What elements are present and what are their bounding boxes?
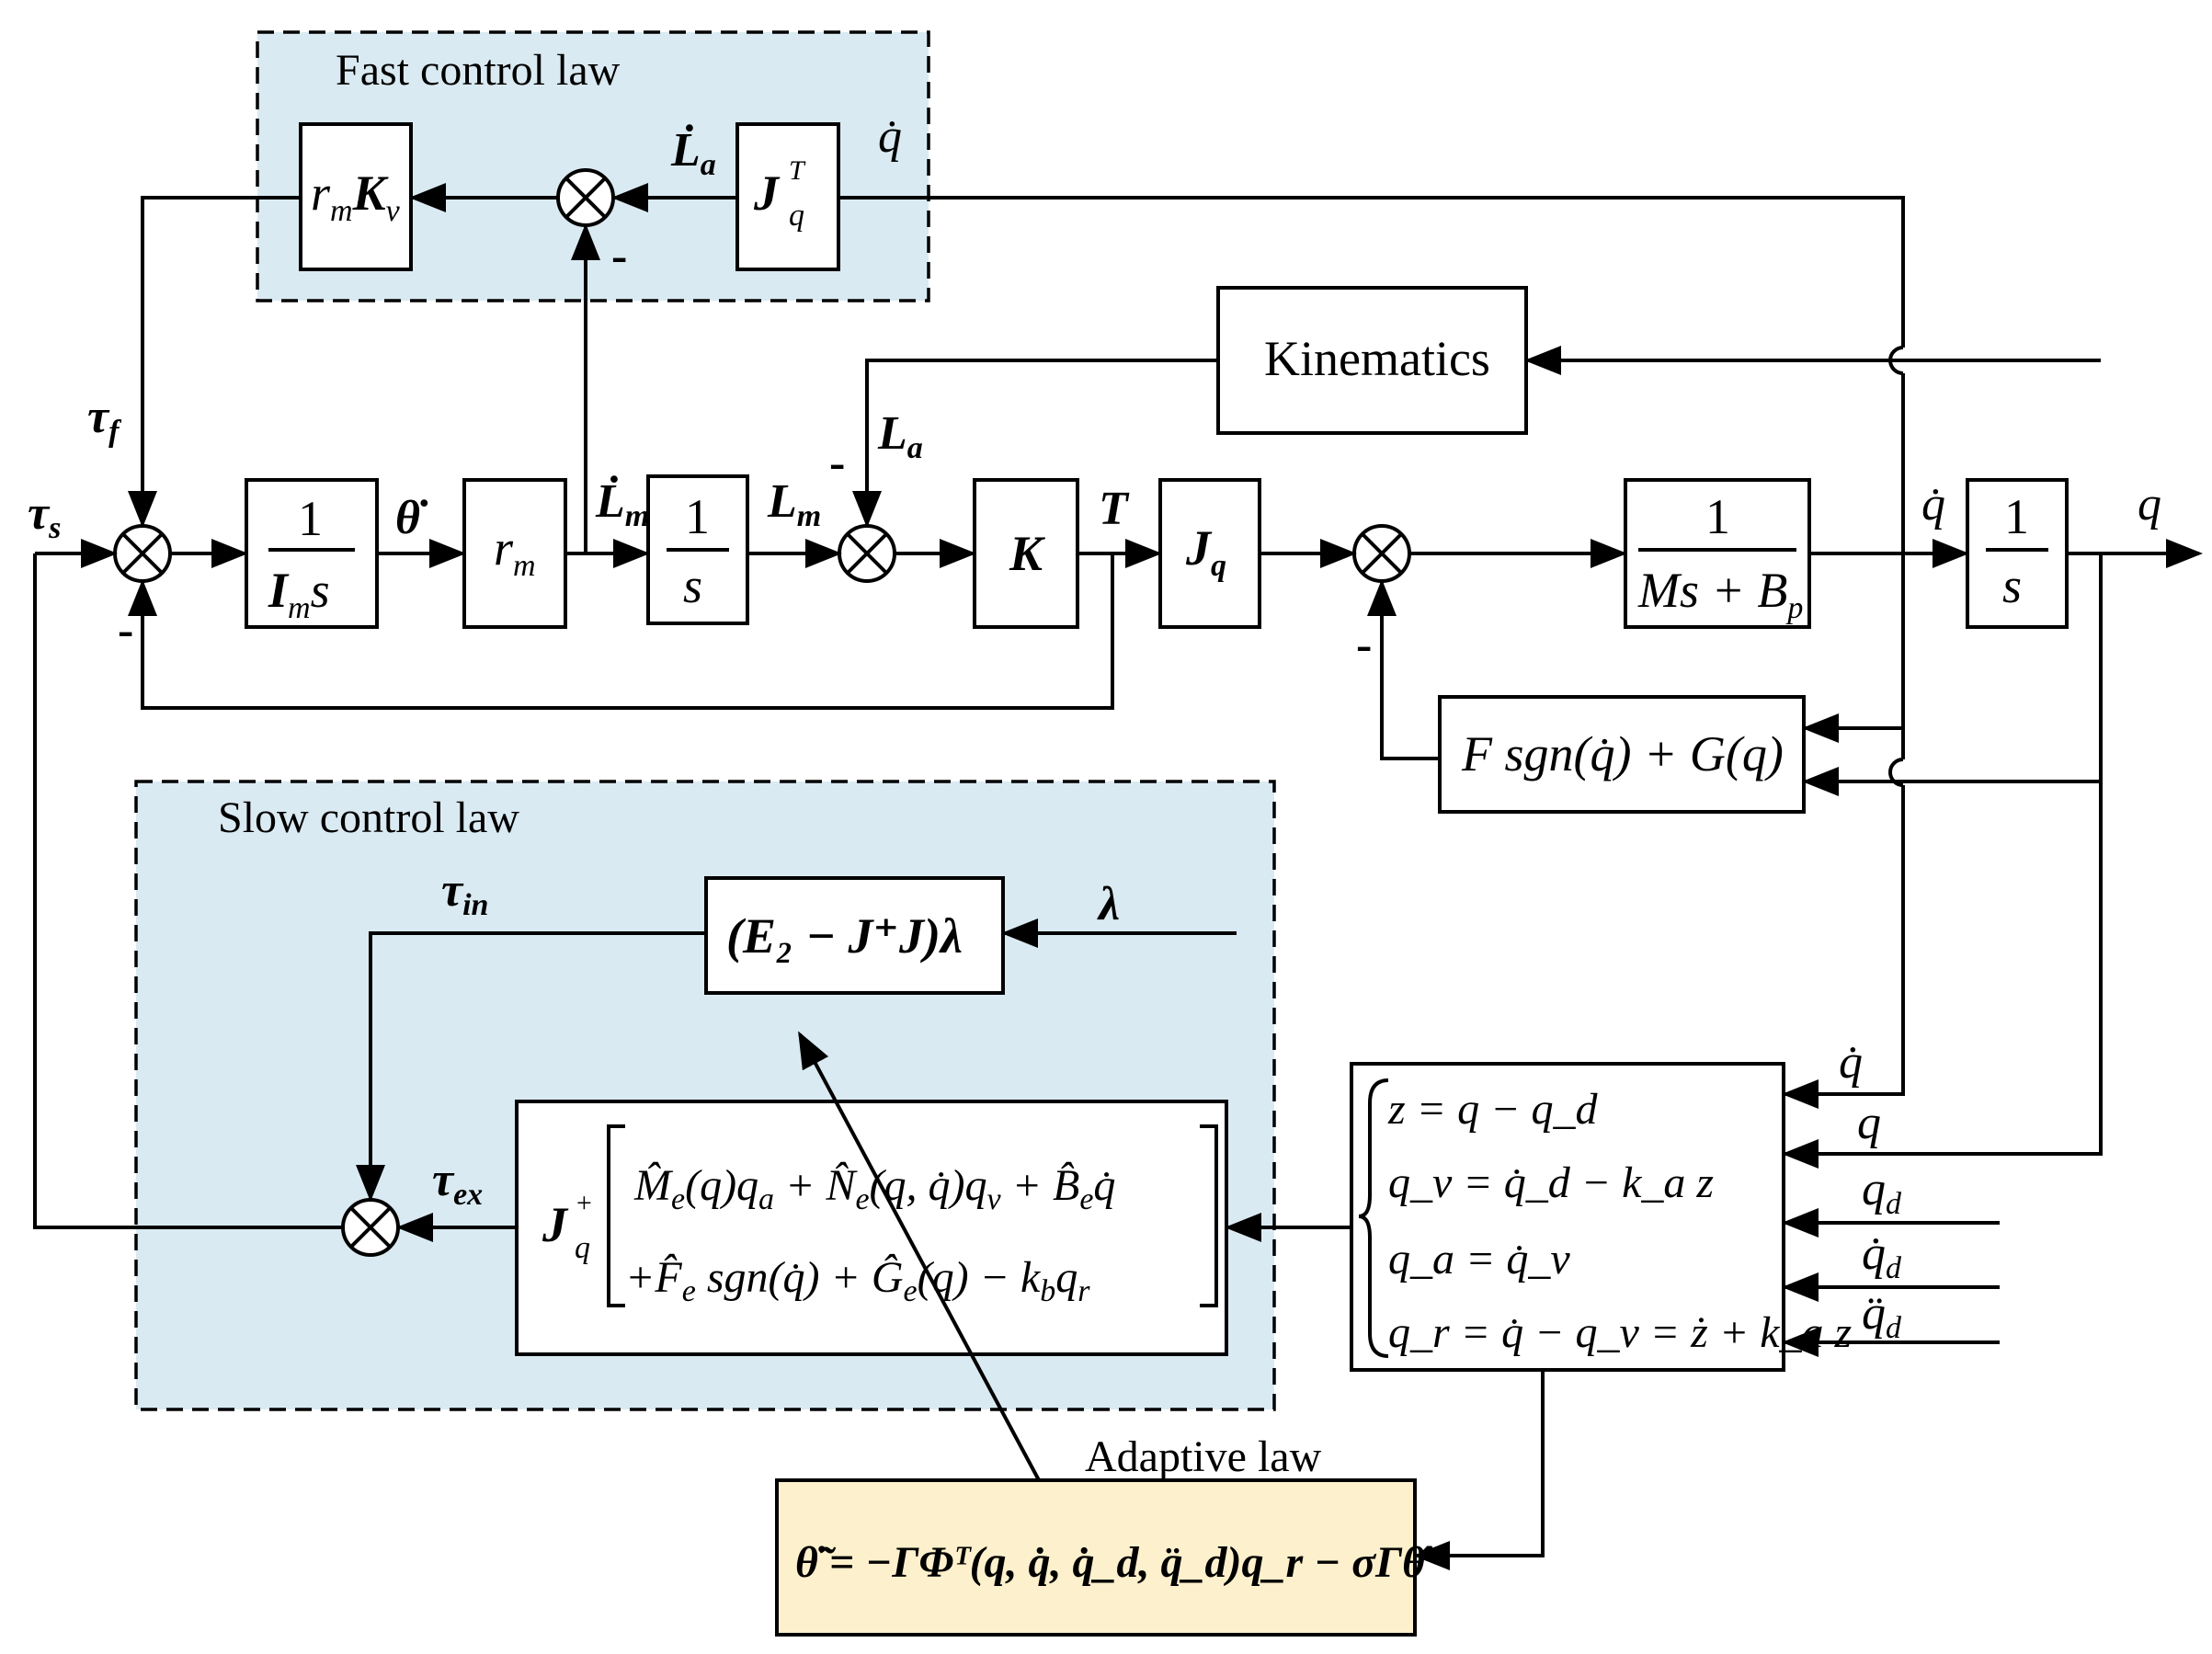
signal-lm-dot: L̇m [595, 475, 649, 533]
sum-junction-tendon [838, 524, 896, 583]
signal-theta-dot: θ̇ [395, 492, 428, 544]
jq-block [1158, 478, 1261, 629]
signal-T: T [1099, 483, 1130, 535]
signal-qd-dot: q̇d [1862, 1227, 1902, 1285]
signal-lm: Lm [767, 475, 821, 533]
svg-text:q: q [789, 199, 804, 233]
svg-text:T: T [789, 155, 806, 186]
sum-junction-fast [556, 168, 615, 227]
error-eq-2: q_v = q̇_d − k_a z [1388, 1158, 1714, 1207]
svg-text:1: 1 [1705, 489, 1730, 544]
adaptive-law-label: Adaptive law [1085, 1432, 1322, 1481]
signal-qdot-err: q̇ [1839, 1036, 1863, 1089]
null-space-label: (E₂ − J⁺J)λ [726, 908, 963, 964]
kinematics-label: Kinematics [1264, 331, 1490, 386]
error-dynamics-block [1350, 1062, 1785, 1372]
svg-text:+: + [575, 1188, 593, 1218]
svg-text:Ims: Ims [268, 563, 330, 625]
svg-text:M̂e(q)qa + N̂e(q, q̇)qv + B̂eq: M̂e(q)qa + N̂e(q, q̇)qv + B̂eq̇ [633, 1160, 1115, 1216]
signal-q-out: q [2138, 478, 2161, 530]
signal-la: La [877, 407, 923, 465]
signal-tau-s: τs [28, 487, 61, 545]
error-eq-3: q_a = q̇_v [1388, 1235, 1570, 1283]
sum-junction-input [113, 524, 172, 583]
signal-q-err: q [1857, 1097, 1881, 1149]
svg-text:J: J [542, 1197, 569, 1252]
svg-text:s: s [2002, 558, 2022, 613]
friction-gravity-label: F sgn(q̇) + G(q) [1461, 726, 1784, 781]
signal-lambda: λ [1097, 878, 1120, 930]
null-space-block [704, 876, 1005, 995]
slow-control-label: Slow control law [218, 793, 519, 842]
svg-text:K: K [1009, 526, 1046, 581]
jq-transpose-block [735, 122, 840, 271]
slow-law-term-block [515, 1100, 1228, 1356]
signal-tau-f: τf [87, 391, 122, 449]
signal-qd-ddot: q̈d [1862, 1287, 1902, 1345]
rm-block [462, 478, 567, 629]
rm-kv-block [299, 122, 413, 271]
friction-gravity-block [1438, 695, 1806, 814]
sum-junction-plant [1352, 524, 1411, 583]
minus-fast: - [611, 230, 627, 282]
error-eq-1: z = q − q_d [1387, 1085, 1598, 1134]
svg-text:s: s [683, 558, 702, 613]
fast-control-label: Fast control law [336, 46, 621, 95]
signal-la-dot: L̇a [670, 124, 716, 182]
minus-plant: - [1356, 619, 1372, 671]
svg-text:1: 1 [2004, 489, 2029, 544]
sum-junction-slow [341, 1198, 400, 1257]
svg-text:1: 1 [685, 489, 710, 544]
minus-input: - [118, 604, 133, 656]
signal-qdot-top: q̇ [878, 110, 902, 163]
stiffness-block [973, 478, 1079, 629]
svg-text:+F̂e sgn(q̇) + Ĝe(q) − kbqr: +F̂e sgn(q̇) + Ĝe(q) − kbqr [625, 1252, 1090, 1308]
error-eq-4: q_r = q̇ − q_v = ż + k_a z [1388, 1308, 1853, 1357]
svg-text:rmKv: rmKv [311, 165, 401, 228]
svg-text:q: q [575, 1231, 590, 1265]
signal-qdot-plant: q̇ [1921, 478, 1945, 530]
minus-tendon: - [829, 437, 845, 489]
svg-text:1: 1 [298, 491, 323, 546]
svg-text:Ms + Bp: Ms + Bp [1637, 563, 1803, 625]
adaptive-law-equation: θ̃̇ = −ΓΦᵀ(q, q̇, q̇_d, q̈_d)q_r − σΓθ̂ [795, 1538, 1436, 1587]
svg-text:J: J [753, 165, 781, 221]
adaptive-law-block [775, 1478, 1417, 1637]
signal-qd: qd [1862, 1163, 1902, 1221]
